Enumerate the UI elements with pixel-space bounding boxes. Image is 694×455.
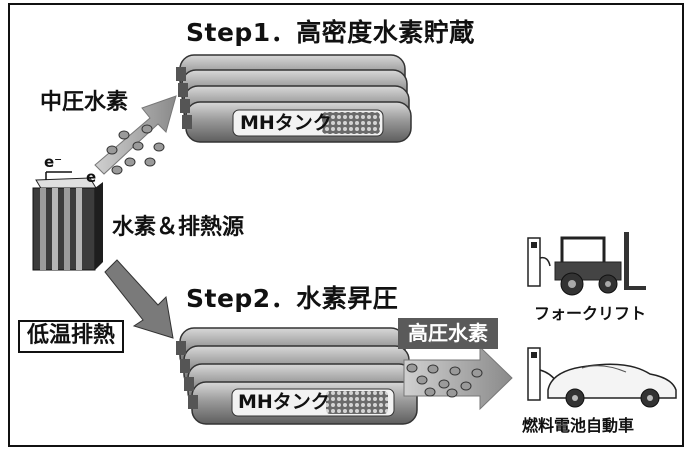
electron-label-1: e⁻ <box>44 153 63 171</box>
low-temp-waste-heat-label: 低温排熱 <box>18 320 125 353</box>
medium-pressure-hydrogen-label: 中圧水素 <box>40 90 129 115</box>
heat-flow-arrow <box>104 259 174 339</box>
step2-title: Step2．水素昇圧 <box>186 284 399 313</box>
hydrogen-inflow-arrow <box>94 95 177 175</box>
hydrogen-heat-source-block <box>32 171 103 271</box>
forklift-label: フォークリフト <box>534 304 647 323</box>
high-pressure-outflow-arrow <box>403 345 513 411</box>
step2-mh-tank-label: MHタンク <box>238 391 330 413</box>
step1-title: Step1．高密度水素貯蔵 <box>186 18 475 47</box>
step2-tank-stack <box>176 327 418 425</box>
electron-label-2: e <box>86 168 97 186</box>
hydrogen-heat-source-label: 水素＆排熱源 <box>112 215 245 240</box>
fuel-cell-car-icon <box>527 347 677 408</box>
step1-mh-tank-label: MHタンク <box>240 112 332 134</box>
step1-tank-stack <box>176 54 412 143</box>
fuel-cell-car-label: 燃料電池自動車 <box>522 416 635 435</box>
forklift-icon <box>527 232 646 296</box>
high-pressure-hydrogen-label: 高圧水素 <box>398 318 498 349</box>
